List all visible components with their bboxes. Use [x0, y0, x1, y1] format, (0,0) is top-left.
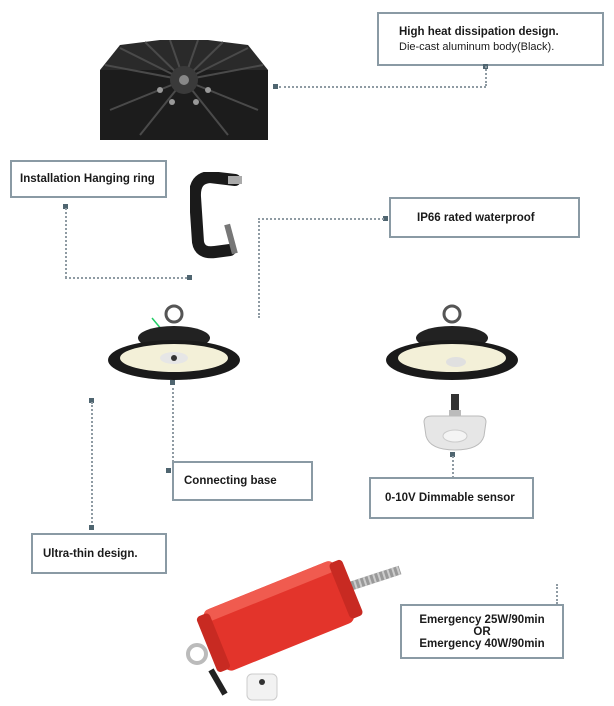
- heat-dissipation-title: High heat dissipation design.: [399, 25, 559, 38]
- connector-dot: [170, 380, 175, 385]
- connector-dot: [63, 204, 68, 209]
- emergency-line-1: Emergency 25W/90min: [419, 613, 545, 626]
- connector-dot: [383, 216, 388, 221]
- heat-dissipation-callout: High heat dissipation design. Die-cast a…: [377, 12, 604, 66]
- connector-dot: [89, 398, 94, 403]
- heat-dissipation-subtitle: Die-cast aluminum body(Black).: [399, 40, 555, 53]
- connector-line: [452, 456, 454, 478]
- connector-dot: [187, 275, 192, 280]
- ip66-title: IP66 rated waterproof: [417, 211, 535, 224]
- connector-line: [65, 208, 67, 278]
- connector-line: [65, 277, 187, 279]
- ip66-callout: IP66 rated waterproof: [389, 197, 580, 238]
- connector-line: [258, 218, 384, 220]
- ufo-light-left-image: [108, 304, 240, 380]
- dimmable-sensor-title: 0-10V Dimmable sensor: [385, 492, 515, 504]
- connecting-base-title: Connecting base: [184, 475, 277, 487]
- emergency-line-or: OR: [473, 625, 491, 638]
- emergency-line-2: Emergency 40W/90min: [419, 637, 545, 650]
- connector-line: [485, 66, 487, 86]
- ufo-light-right-image: [386, 304, 518, 380]
- ultra-thin-title: Ultra-thin design.: [43, 547, 138, 560]
- emergency-driver-image: [186, 559, 402, 701]
- connecting-base-callout: Connecting base: [172, 461, 313, 501]
- hanging-clamp-image: [190, 172, 242, 259]
- ultra-thin-callout: Ultra-thin design.: [31, 533, 167, 574]
- dimmable-sensor-image: [423, 394, 487, 451]
- connector-dot: [450, 452, 455, 457]
- heatsink-image: [100, 40, 268, 140]
- hanging-ring-callout: Installation Hanging ring: [10, 160, 167, 198]
- connector-line: [556, 584, 558, 604]
- emergency-callout: Emergency 25W/90min OR Emergency 40W/90m…: [400, 604, 564, 659]
- dimmable-sensor-callout: 0-10V Dimmable sensor: [369, 477, 534, 519]
- connector-dot: [273, 84, 278, 89]
- hanging-ring-title: Installation Hanging ring: [20, 173, 155, 185]
- connector-line: [279, 86, 486, 88]
- connector-dot: [166, 468, 171, 473]
- connector-line: [172, 383, 174, 466]
- connector-line: [258, 218, 260, 318]
- connector-dot: [89, 525, 94, 530]
- connector-line: [91, 402, 93, 527]
